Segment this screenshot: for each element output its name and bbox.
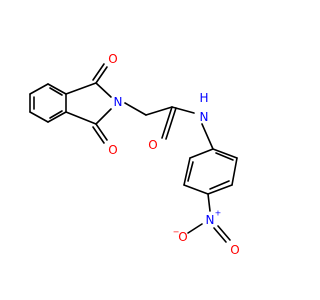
bond <box>92 126 105 144</box>
nitro-oxygen-charge: − <box>173 228 180 237</box>
bond <box>95 66 108 84</box>
bond <box>187 223 203 234</box>
amide-oxygen-atom: O <box>148 138 157 152</box>
bond <box>183 157 191 186</box>
bond <box>183 184 209 195</box>
bond <box>231 157 238 186</box>
bond <box>65 82 97 95</box>
bond <box>187 161 194 182</box>
nitro-nitrogen-charge: + <box>215 209 222 218</box>
bond <box>124 102 147 116</box>
bond <box>213 227 227 243</box>
bond <box>95 108 112 125</box>
amide-nitrogen-atom: N <box>200 110 209 124</box>
atom-labels: O O N O N H N + O − O <box>108 52 239 257</box>
bond <box>49 87 63 96</box>
bond <box>65 111 97 125</box>
amide-hydrogen-atom: H <box>199 91 208 105</box>
oxygen-atom-top: O <box>108 52 117 66</box>
bond <box>95 82 112 98</box>
bond <box>92 63 105 81</box>
bond <box>215 152 234 161</box>
bond <box>201 123 214 150</box>
bond <box>49 110 63 119</box>
bond <box>145 106 173 116</box>
imide-nitrogen-atom: N <box>114 95 123 109</box>
bond <box>189 148 214 159</box>
bond <box>207 184 233 195</box>
nitro-oxygen-atom-left: O <box>178 230 187 244</box>
oxygen-atom-bottom: O <box>108 143 117 157</box>
bond <box>161 106 173 139</box>
nitro-oxygen-atom-right: O <box>230 243 239 257</box>
nitro-nitrogen-atom: N <box>206 213 215 227</box>
bond <box>171 106 195 114</box>
bond <box>47 111 67 123</box>
molecule-structure: O O N O N H N + O − O <box>29 52 240 257</box>
bond <box>217 225 231 241</box>
bond <box>47 83 67 95</box>
bond <box>207 193 211 212</box>
bond <box>29 83 49 95</box>
bond <box>212 148 238 159</box>
bond <box>165 107 177 140</box>
bond <box>95 123 108 141</box>
bonds <box>29 63 238 243</box>
bond <box>209 180 230 190</box>
bond <box>29 111 49 123</box>
